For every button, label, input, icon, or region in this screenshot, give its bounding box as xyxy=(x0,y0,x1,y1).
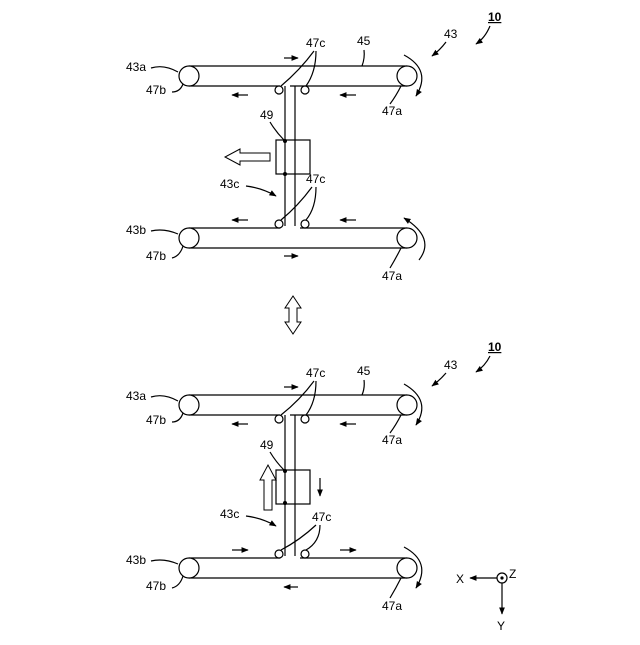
label-49: 49 xyxy=(260,438,274,452)
label-47c-mid: 47c xyxy=(306,172,325,186)
axis-label-z: Z xyxy=(509,567,516,581)
lower-diagram: 10 43 xyxy=(126,340,502,613)
label-47b-top: 47b xyxy=(146,83,166,97)
label-47c-top: 47c xyxy=(306,366,325,380)
label-47c-top: 47c xyxy=(306,36,325,50)
idler-pulley xyxy=(179,558,199,578)
hollow-arrow-left xyxy=(225,149,270,165)
label-43b: 43b xyxy=(126,553,146,567)
idler-pulley xyxy=(179,228,199,248)
axis-label-x: X xyxy=(456,572,464,586)
label-49: 49 xyxy=(260,108,274,122)
upper-diagram: 10 43 xyxy=(126,10,502,283)
label-47b-bottom: 47b xyxy=(146,579,166,593)
guide-roller xyxy=(275,220,283,228)
carrier-box xyxy=(276,470,310,504)
guide-roller xyxy=(301,220,309,228)
hollow-arrow-up xyxy=(260,465,276,510)
axis-label-y: Y xyxy=(497,619,505,633)
label-47a-top: 47a xyxy=(382,104,402,118)
drive-pulley xyxy=(397,558,417,578)
guide-roller xyxy=(301,415,309,423)
label-43a: 43a xyxy=(126,389,146,403)
upper-conveyor-bottom xyxy=(179,218,425,260)
label-10: 10 xyxy=(488,340,502,354)
drive-pulley xyxy=(397,228,417,248)
guide-roller xyxy=(301,550,309,558)
leader-43 xyxy=(432,42,446,56)
idler-pulley xyxy=(179,395,199,415)
guide-roller xyxy=(301,86,309,94)
lower-conveyor-bottom xyxy=(179,547,422,588)
upper-conveyor-top xyxy=(179,55,422,96)
carrier-box xyxy=(276,140,310,174)
guide-roller xyxy=(275,550,283,558)
label-10: 10 xyxy=(488,10,502,24)
lower-connector xyxy=(260,415,320,556)
label-47b-top: 47b xyxy=(146,413,166,427)
label-47a-top: 47a xyxy=(382,433,402,447)
label-45: 45 xyxy=(357,34,371,48)
label-43: 43 xyxy=(444,358,458,372)
label-43a: 43a xyxy=(126,60,146,74)
label-47a-bottom: 47a xyxy=(382,599,402,613)
label-43c: 43c xyxy=(220,507,239,521)
label-43b: 43b xyxy=(126,223,146,237)
label-47b-bottom: 47b xyxy=(146,249,166,263)
idler-pulley xyxy=(179,66,199,86)
guide-roller xyxy=(275,415,283,423)
double-arrow-vertical xyxy=(285,296,301,334)
drive-pulley xyxy=(397,66,417,86)
guide-roller xyxy=(275,86,283,94)
label-47c-mid: 47c xyxy=(312,510,331,524)
lower-conveyor-top xyxy=(179,384,422,425)
label-43: 43 xyxy=(444,27,458,41)
label-47a-bottom: 47a xyxy=(382,269,402,283)
label-43c: 43c xyxy=(220,177,239,191)
drive-pulley xyxy=(397,395,417,415)
label-45: 45 xyxy=(357,364,371,378)
leader-43 xyxy=(432,373,446,386)
leader-10 xyxy=(476,26,490,44)
coordinate-axes: X Y Z xyxy=(456,567,516,633)
leader-10 xyxy=(476,356,490,372)
